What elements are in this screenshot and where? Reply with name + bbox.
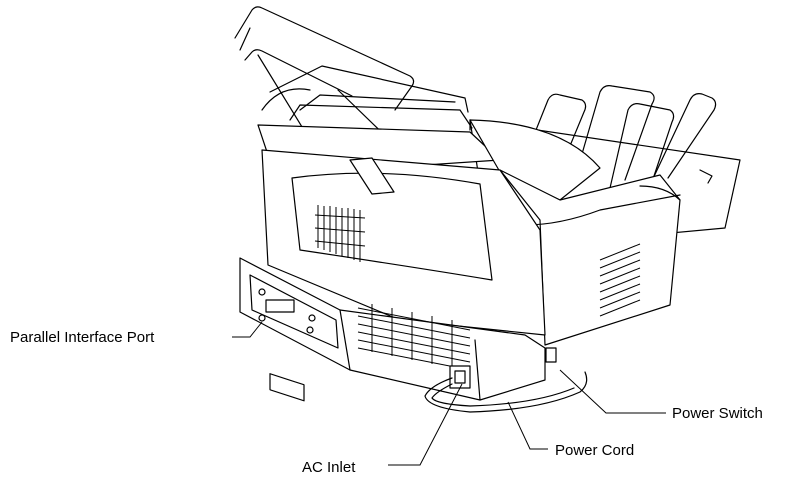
ac-inlet-label: AC Inlet [302, 459, 356, 476]
power-switch [545, 347, 557, 363]
side-vent-grille [599, 243, 641, 317]
lower-vent-grille [357, 304, 471, 371]
power-cord-label: Power Cord [555, 442, 634, 459]
power-switch-label: Power Switch [672, 405, 763, 422]
parallel-interface-port-label: Parallel Interface Port [10, 329, 155, 346]
leader-lines [232, 321, 666, 466]
ac-inlet [449, 365, 471, 389]
rear-vent-grille [314, 205, 366, 262]
